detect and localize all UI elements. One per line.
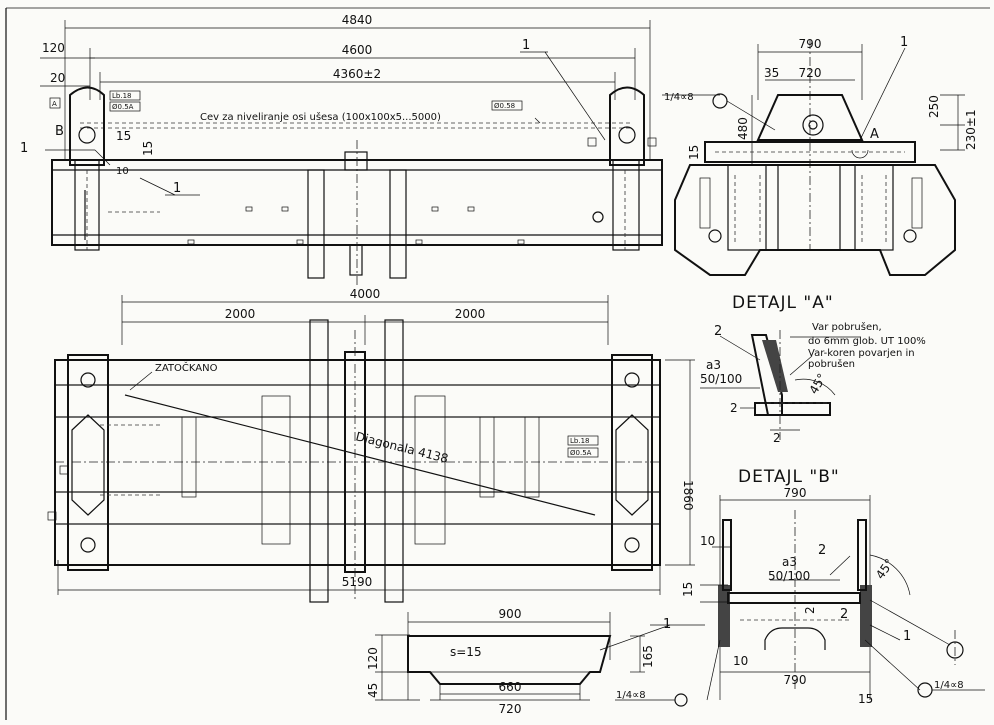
detail-a-a3: a3	[706, 358, 721, 372]
dim-790-side: 790	[799, 37, 822, 51]
plate-dim-900: 900	[499, 607, 522, 621]
dim-5190: 5190	[342, 575, 373, 589]
right-lug	[609, 86, 645, 251]
dim-15-top: 15	[116, 129, 131, 143]
dim-480: 480	[736, 117, 750, 140]
plate-dim-45: 45	[366, 683, 380, 698]
mark-b-top: B	[55, 124, 64, 139]
top-dimension-lines	[40, 20, 651, 160]
tag-058: Ø0.58	[494, 102, 515, 110]
plate-thickness: s=15	[450, 645, 482, 659]
dim-4840: 4840	[342, 13, 373, 27]
plate-dim-120: 120	[366, 647, 380, 670]
dim-720-side: 720	[799, 66, 822, 80]
side-lug-housing	[756, 94, 864, 141]
beam-legs	[307, 151, 407, 279]
detail-a-callout-2: 2	[714, 324, 722, 339]
weld-symbol-plate: 1/4∝8	[616, 690, 646, 701]
detail-b-title: DETAJL "B"	[738, 467, 840, 487]
weld-symbol-b: 1/4∝8	[934, 680, 964, 691]
plate-dim-165: 165	[641, 645, 655, 668]
plan-frame	[54, 359, 661, 566]
mark-a-top: A	[52, 100, 57, 108]
note-var-2: do 6mm glob. UT 100%	[808, 336, 926, 347]
detail-b-callout-2b: 2	[840, 607, 848, 622]
detail-b-view: DETAJL "B" 790 790 10 10 15 15	[681, 467, 985, 706]
beam-slots	[187, 206, 525, 245]
dim-4360: 4360±2	[333, 67, 381, 81]
plate-dim-660: 660	[499, 680, 522, 694]
tag-lb18-top: Lb.18	[112, 92, 131, 100]
tag-lb18-plan: Lb.18	[570, 437, 589, 445]
dim-4600: 4600	[342, 43, 373, 57]
dim-15-side-view: 15	[687, 145, 701, 160]
dim-10-top: 10	[116, 166, 129, 177]
plate-detail-view: 900 s=15 660 720 120 45 165 1 1/4∝8	[366, 607, 705, 716]
note-zatockano: ZATOČKANO	[155, 361, 218, 374]
detail-b-dim-790-bot: 790	[784, 673, 807, 687]
note-var-4: pobrušen	[808, 358, 855, 370]
detail-a-pitch: 50/100	[700, 372, 742, 386]
detail-b-dim-15-left: 15	[681, 582, 695, 597]
diagonal-line	[124, 394, 596, 516]
detail-b-dim-15-bot: 15	[858, 692, 873, 706]
detail-a-title: DETAJL "A"	[732, 293, 834, 313]
detail-b-callout-2a: 2	[818, 543, 826, 558]
note-leveling-tube: Cev za niveliranje osi ušesa (100x100x5.…	[200, 111, 441, 123]
plan-rail-upper	[54, 384, 661, 418]
detail-b-dim-790-top: 790	[784, 486, 807, 500]
dim-4000: 4000	[350, 287, 381, 301]
dim-120: 120	[42, 41, 65, 55]
diagonal-label: Diagonala 4138	[354, 429, 449, 466]
note-var-3: Var-koren povarjen in	[808, 348, 915, 359]
tag-05a-plan: Ø0.5A	[570, 449, 592, 457]
plan-right-end	[611, 354, 653, 571]
dim-2000-left: 2000	[225, 307, 256, 321]
detail-a-dim-2a: 2	[730, 401, 738, 415]
detail-b-a3: a3	[782, 555, 797, 569]
callout-1-left: 1	[20, 141, 28, 156]
dim-2000-right: 2000	[455, 307, 486, 321]
dim-20: 20	[50, 71, 65, 85]
plate-dim-720: 720	[499, 702, 522, 716]
tag-05a-top: Ø0.5A	[112, 103, 134, 111]
callout-1-right: 1	[522, 38, 530, 53]
plate-outline	[407, 635, 612, 685]
detail-b-dim-10-bot: 10	[733, 654, 748, 668]
detail-b-pitch: 50/100	[768, 569, 810, 583]
detail-a-view: DETAJL "A" 50/100 a3 2 45° 2 2 Var pobru…	[700, 293, 926, 445]
detail-b-dim-2: 2	[803, 606, 817, 614]
dim-35: 35	[764, 66, 779, 80]
plan-left-end	[67, 354, 160, 571]
detail-a-angle: 45°	[806, 371, 829, 396]
dim-15-side: 15	[141, 141, 155, 156]
front-elevation-view: 4840 4600 4360±2 120 20 15 15 10 Cev za …	[20, 13, 663, 285]
detail-a-dim-2b: 2	[773, 431, 781, 445]
detail-b-dim-10-top: 10	[700, 534, 715, 548]
callout-1-mid: 1	[173, 181, 181, 196]
side-section-view: 790 35 720 480 250 230±1 15 1/4∝8 1 A	[662, 35, 978, 276]
callout-1-side: 1	[900, 35, 908, 50]
detail-b-callout-1: 1	[903, 629, 911, 644]
dim-250: 250	[927, 95, 941, 118]
plate-callout-1: 1	[663, 617, 671, 632]
detail-b-angle: 45°	[873, 556, 897, 581]
plan-rail-lower	[54, 491, 661, 525]
side-body	[674, 164, 956, 276]
left-lug	[69, 86, 105, 251]
dim-1860: 1860	[681, 480, 695, 511]
note-var-1: Var pobrušen,	[812, 321, 882, 333]
plan-view: 2000 2000 4000 5190 1860 Diagonala 4138 …	[47, 287, 695, 603]
mark-a-side: A	[870, 127, 879, 142]
weld-symbol-side: 1/4∝8	[664, 92, 694, 103]
dim-230: 230±1	[964, 109, 978, 150]
